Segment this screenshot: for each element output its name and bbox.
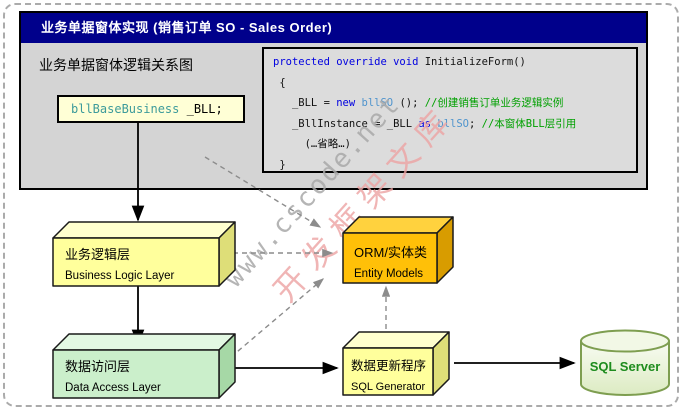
box-top-face — [52, 221, 236, 239]
title-bar: 业务单据窗体实现 (销售订单 SO - Sales Order) — [21, 13, 646, 43]
declaration-variable: _BLL; — [179, 102, 223, 116]
data-access-layer-box: 数据访问层 Data Access Layer — [52, 333, 236, 399]
business-logic-layer-box: 业务逻辑层 Business Logic Layer — [52, 221, 236, 287]
box-label-en: Entity Models — [354, 268, 423, 280]
logic-relation-panel: 业务单据窗体实现 (销售订单 SO - Sales Order) 业务单据窗体逻… — [19, 11, 648, 190]
box-label-en: Business Logic Layer — [65, 270, 174, 282]
box-top-face — [342, 216, 454, 234]
code-line: protected override void InitializeForm() — [273, 56, 526, 68]
box-front-face — [52, 237, 220, 287]
cylinder-top — [580, 329, 670, 353]
box-front-face — [342, 347, 434, 396]
box-label-cn: 数据更新程序 — [351, 358, 426, 373]
box-label-cn: ORM/实体类 — [354, 245, 427, 260]
box-front-face — [52, 349, 220, 399]
box-label-en: SQL Generator — [351, 381, 426, 393]
box-label-cn: 数据访问层 — [65, 359, 130, 374]
orm-entity-models-box: ORM/实体类 Entity Models — [342, 216, 454, 284]
code-line: _BllInstance = _BLL as bllSO; //本窗体BLL层引… — [273, 117, 577, 130]
sql-server-cylinder: SQL Server — [580, 329, 670, 396]
code-line: { — [273, 76, 286, 89]
database-label: SQL Server — [590, 359, 661, 374]
code-line: } — [273, 158, 286, 171]
box-label-en: Data Access Layer — [65, 382, 161, 394]
box-label-cn: 业务逻辑层 — [65, 247, 130, 262]
panel-heading: 业务单据窗体逻辑关系图 — [39, 57, 193, 73]
box-front-face — [342, 232, 438, 284]
cylinder-body — [580, 341, 670, 396]
bll-declaration-box: bllBaseBusiness _BLL; — [57, 95, 245, 123]
declaration-type: bllBaseBusiness — [71, 102, 180, 116]
code-block: protected override void InitializeForm()… — [262, 47, 638, 173]
title-bar-text: 业务单据窗体实现 (销售订单 SO - Sales Order) — [41, 20, 333, 35]
code-line: _BLL = new bllSO (); //创建销售订单业务逻辑实例 — [273, 97, 564, 109]
outer-dashed-border — [3, 3, 679, 407]
sql-generator-box: 数据更新程序 SQL Generator — [342, 331, 450, 396]
box-top-face — [342, 331, 450, 349]
box-top-face — [52, 333, 236, 351]
code-line: (…省略…) — [273, 138, 351, 150]
